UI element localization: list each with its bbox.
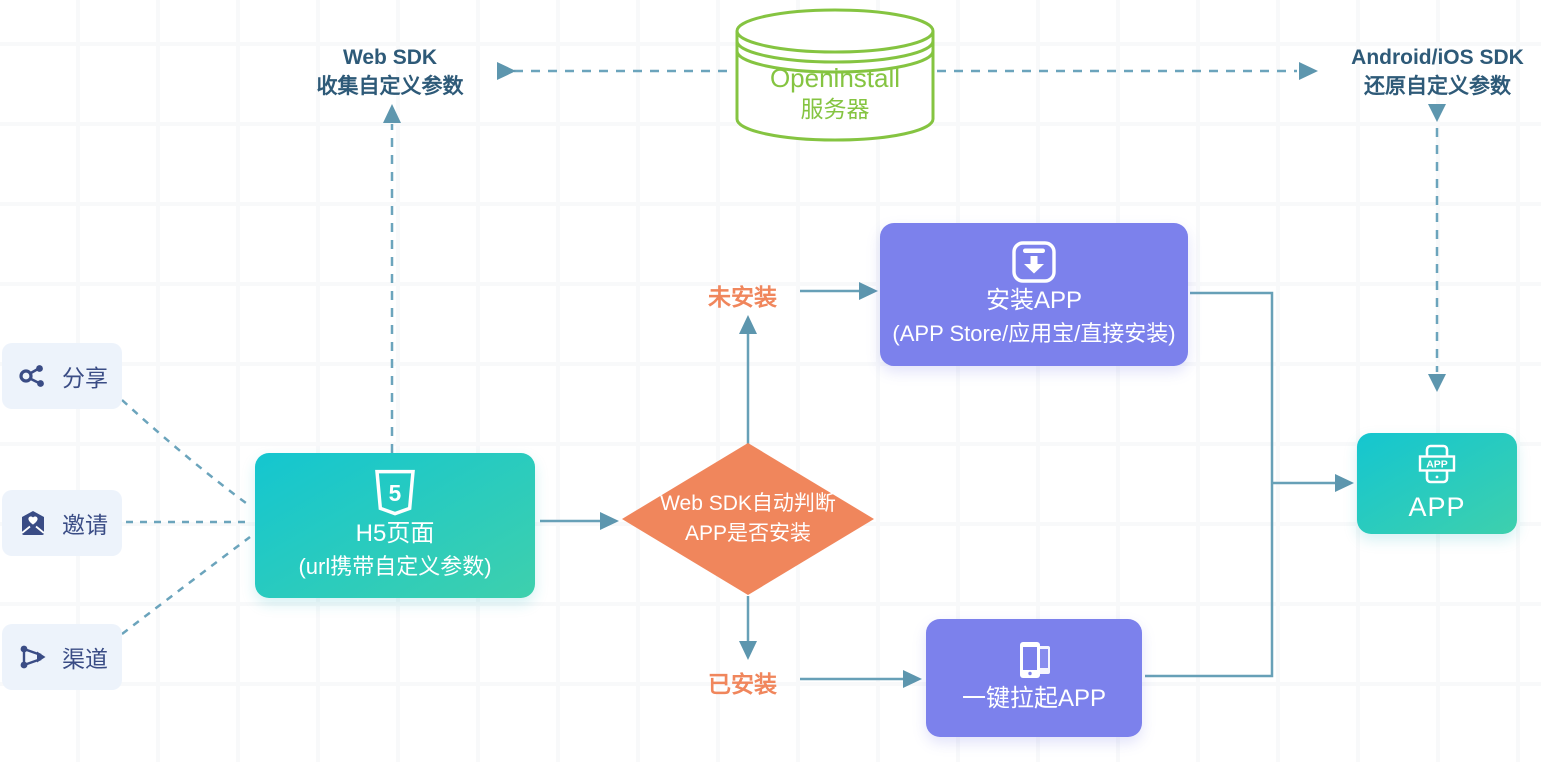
database-cylinder-icon: Openinstall 服务器 [735,8,935,142]
svg-text:5: 5 [389,480,402,506]
h5-page-line2: (url携带自定义参数) [298,553,492,579]
app-node[interactable]: APP APP [1357,433,1517,534]
install-app-line1: 安装APP [985,286,1083,314]
server-label-line1: Openinstall [770,63,900,93]
install-app-line2: (APP Store/应用宝/直接安装) [892,320,1176,346]
android-ios-sdk-label-line2: 还原自定义参数 [1364,75,1511,98]
share-nodes-icon [19,365,44,387]
web-sdk-label: Web SDK 收集自定义参数 [290,43,490,101]
web-sdk-label-line1: Web SDK [342,46,438,69]
installed-label: 已安装 [708,671,777,697]
invite-envelope-icon [21,511,45,535]
diamond-shape [622,443,874,595]
android-ios-sdk-label: Android/iOS SDK 还原自定义参数 [1330,43,1541,101]
web-sdk-label-line2: 收集自定义参数 [316,75,464,98]
h5-page-line1: H5页面 [355,519,435,547]
download-box-icon [1012,240,1056,283]
app-phone-icon: APP [1418,444,1456,484]
decision-label-line1: Web SDK自动判断 [660,492,836,515]
html5-icon: 5 [375,469,415,516]
channel-network-icon [20,645,46,669]
server-label-line2: 服务器 [801,96,870,122]
h5-page-node[interactable]: 5 H5页面 (url携带自定义参数) [255,453,535,598]
source-item-channel[interactable]: 渠道 [2,624,122,690]
source-item-channel-label: 渠道 [62,646,108,672]
source-item-share-label: 分享 [62,365,108,391]
install-app-node[interactable]: 安装APP (APP Store/应用宝/直接安装) [880,223,1188,366]
source-item-share[interactable]: 分享 [2,343,122,409]
decision-label: Web SDK自动判断 APP是否安装 [622,443,874,595]
android-ios-sdk-label-line1: Android/iOS SDK [1351,46,1524,69]
decision-label-line2: APP是否安装 [684,522,812,545]
not-installed-label: 未安装 [708,284,777,310]
launch-app-line1: 一键拉起APP [961,685,1107,712]
openinstall-server: Openinstall 服务器 [733,5,937,145]
app-icon-badge: APP [1426,459,1448,471]
source-item-invite-label: 邀请 [62,512,108,538]
source-item-invite[interactable]: 邀请 [2,490,122,556]
launch-app-node[interactable]: 一键拉起APP [926,619,1142,737]
app-label: APP [1408,492,1466,522]
decision-diamond[interactable]: Web SDK自动判断 APP是否安装 [622,443,874,595]
phone-launch-icon [1020,642,1050,678]
